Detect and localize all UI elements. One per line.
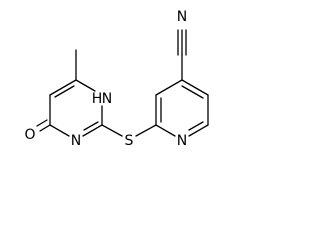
atom-pyridine-n: N — [177, 133, 187, 149]
bond-c4-o-inner — [36, 119, 48, 127]
bond-s-c2p — [135, 124, 157, 137]
bond-c2-s — [101, 124, 123, 137]
bond-n1-c6 — [75, 79, 96, 92]
atom-nitrile-n: N — [177, 9, 187, 25]
bond-n3-c2 — [82, 124, 103, 137]
atom-thioether-s: S — [125, 133, 134, 149]
bond-c4p-c5p-inner — [181, 85, 204, 99]
atom-ring-nh-n: N — [102, 91, 112, 107]
bond-c3p-c4p — [155, 79, 183, 96]
atom-carbonyl-o: O — [24, 127, 35, 143]
atom-ring-nh-h: H — [92, 91, 103, 107]
atom-ring-n-lower: N — [71, 133, 81, 149]
bond-c6-c5-inner — [54, 85, 75, 98]
bond-c6p-n1p — [188, 124, 209, 137]
bond-c6-c5 — [49, 79, 77, 96]
bond-n1p-c2p — [155, 124, 176, 137]
bond-c4p-c5p — [181, 79, 209, 96]
bond-c4-o — [39, 124, 51, 132]
bond-n3-c2-inner — [83, 121, 99, 131]
bond-c6p-n1p-inner — [188, 121, 204, 131]
bond-c4-n3 — [49, 124, 70, 137]
molecule-structure: N H N N O S N — [24, 9, 209, 149]
